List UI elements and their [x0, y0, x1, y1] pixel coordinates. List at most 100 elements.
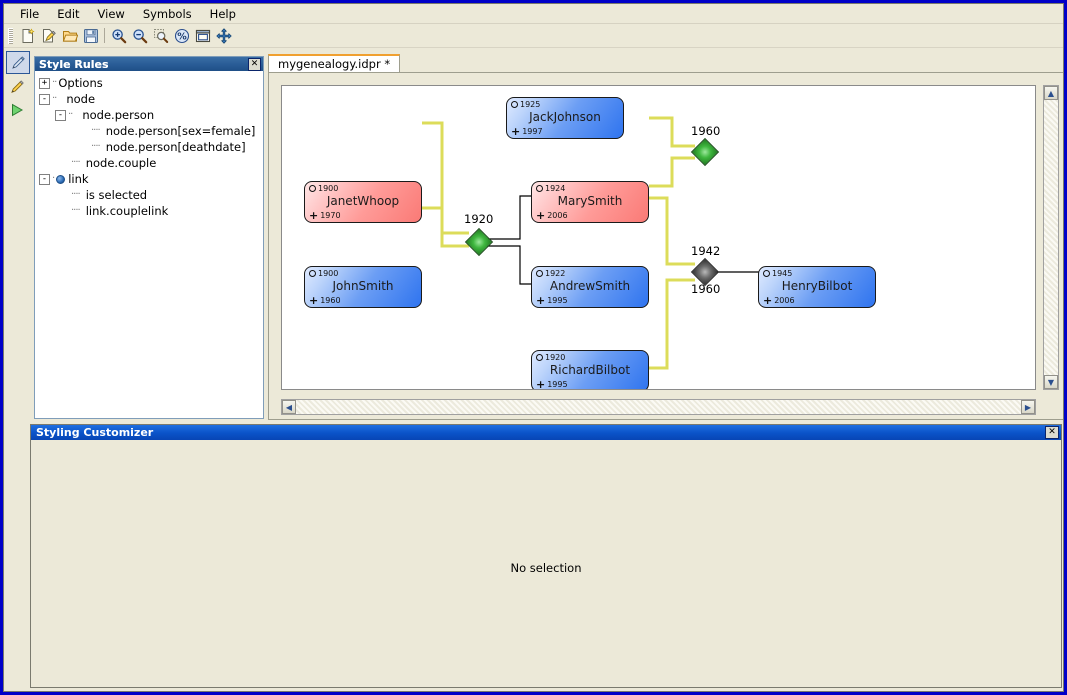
person-name: RichardBilbot — [549, 363, 631, 377]
birth-date: 1900 — [309, 269, 338, 278]
tree-item-label: link — [68, 172, 89, 186]
new-styled-document-icon[interactable] — [38, 26, 59, 46]
death-cross-icon: + — [309, 294, 319, 307]
birth-circle-icon — [511, 101, 518, 108]
pan-move-icon[interactable] — [213, 26, 234, 46]
person-name: JackJohnson — [529, 110, 601, 124]
diagram-editor: 1925 JackJohnson + 1997 1900 JanetWhoop … — [268, 72, 1063, 420]
node-person-johnsmith[interactable]: 1900 JohnSmith + 1960 — [304, 266, 422, 308]
person-name: JanetWhoop — [326, 194, 400, 208]
person-name: AndrewSmith — [549, 279, 631, 293]
styling-customizer-title: Styling Customizer — [36, 426, 154, 439]
death-cross-icon: + — [309, 209, 319, 222]
tree-dash: ·· — [68, 109, 73, 120]
tree-dash: ·· — [52, 77, 57, 88]
application-window: File Edit View Symbols Help — [3, 3, 1064, 692]
canvas-horizontal-scrollbar[interactable]: ◀ ▶ — [281, 399, 1036, 415]
tree-item-label: node — [66, 92, 96, 106]
menu-item-symbols[interactable]: Symbols — [142, 6, 192, 21]
tree-item-options[interactable]: + ·· Options — [39, 75, 261, 91]
birth-circle-icon — [536, 354, 543, 361]
tab-strip-filler — [378, 58, 1063, 73]
node-person-richardbilbot[interactable]: 1920 RichardBilbot + 1995 — [531, 350, 649, 390]
scroll-right-icon[interactable]: ▶ — [1021, 400, 1035, 414]
diagram-canvas[interactable]: 1925 JackJohnson + 1997 1900 JanetWhoop … — [281, 85, 1036, 390]
scroll-down-icon[interactable]: ▼ — [1044, 375, 1058, 389]
styling-customizer-panel: Styling Customizer ✕ No selection — [30, 424, 1062, 688]
birth-date: 1922 — [536, 269, 565, 278]
toolbar-grip[interactable] — [8, 27, 13, 44]
close-icon[interactable]: ✕ — [1045, 426, 1059, 439]
zoom-area-icon[interactable] — [150, 26, 171, 46]
save-disk-icon[interactable] — [80, 26, 101, 46]
death-date: + 2006 — [536, 209, 568, 222]
expander-icon[interactable]: - — [39, 173, 50, 185]
scrollbar-track-horizontal[interactable] — [296, 400, 1021, 414]
tree-dash: ···· — [91, 141, 101, 152]
death-date: + 1997 — [511, 125, 543, 138]
birth-circle-icon — [536, 270, 543, 277]
style-pen-tool[interactable] — [6, 51, 30, 74]
death-date: + 1970 — [309, 209, 341, 222]
tree-item-node[interactable]: - ·· node — [39, 91, 261, 107]
tree-item-node-couple[interactable]: ···· node.couple — [39, 155, 261, 171]
pencil-tool[interactable] — [6, 76, 28, 97]
expander-icon[interactable]: - — [55, 109, 66, 121]
close-icon[interactable]: ✕ — [248, 57, 261, 71]
node-person-janetwhoop[interactable]: 1900 JanetWhoop + 1970 — [304, 181, 422, 223]
tree-item-is-selected[interactable]: ···· is selected — [39, 187, 261, 203]
death-date: + 1995 — [536, 378, 568, 390]
scrollbar-track-vertical[interactable] — [1044, 100, 1058, 375]
run-play-tool[interactable] — [6, 99, 28, 120]
tree-item-label: is selected — [85, 188, 148, 202]
no-selection-message: No selection — [510, 561, 582, 575]
tree-dash: ···· — [71, 189, 81, 200]
death-cross-icon: + — [536, 378, 546, 390]
node-person-jackjohnson[interactable]: 1925 JackJohnson + 1997 — [506, 97, 624, 139]
tree-item-node-person-sex-female[interactable]: ···· node.person[sex=female] — [39, 123, 261, 139]
tree-item-link[interactable]: - · link — [39, 171, 261, 187]
editor-tab-strip: mygenealogy.idpr * — [268, 54, 1063, 73]
open-folder-icon[interactable] — [59, 26, 80, 46]
menu-item-edit[interactable]: Edit — [57, 6, 80, 21]
styling-customizer-title-bar: Styling Customizer ✕ — [31, 425, 1061, 440]
birth-circle-icon — [309, 185, 316, 192]
expander-icon[interactable]: + — [39, 77, 50, 89]
node-person-andrewsmith[interactable]: 1922 AndrewSmith + 1995 — [531, 266, 649, 308]
tree-item-node-person-deathdate[interactable]: ···· node.person[deathdate] — [39, 139, 261, 155]
scroll-up-icon[interactable]: ▲ — [1044, 86, 1058, 100]
zoom-out-icon[interactable] — [129, 26, 150, 46]
couple-link-edges — [422, 116, 695, 370]
tree-item-label: link.couplelink — [85, 204, 169, 218]
tree-dash: ···· — [71, 157, 81, 168]
tab-mygenealogy[interactable]: mygenealogy.idpr * — [268, 54, 401, 72]
couple-year-label: 1960 — [691, 124, 721, 138]
tree-item-link-couplelink[interactable]: ···· link.couplelink — [39, 203, 261, 219]
link-bullet-icon — [56, 174, 66, 184]
new-document-icon[interactable] — [17, 26, 38, 46]
menu-bar: File Edit View Symbols Help — [4, 4, 1063, 24]
couple-year-label: 1942 — [691, 244, 721, 258]
birth-circle-icon — [309, 270, 316, 277]
canvas-vertical-scrollbar[interactable]: ▲ ▼ — [1043, 85, 1059, 390]
menu-item-help[interactable]: Help — [209, 6, 236, 21]
person-name: HenryBilbot — [781, 279, 853, 293]
node-person-henrybilbot[interactable]: 1945 HenryBilbot + 2006 — [758, 266, 876, 308]
menu-item-view[interactable]: View — [97, 6, 125, 21]
person-name: MarySmith — [557, 194, 623, 208]
death-cross-icon: + — [536, 294, 546, 307]
couple-year-label-secondary: 1960 — [691, 282, 721, 296]
fit-page-icon[interactable] — [192, 26, 213, 46]
tree-dash: ···· — [91, 125, 101, 136]
node-person-marysmith[interactable]: 1924 MarySmith + 2006 — [531, 181, 649, 223]
zoom-in-icon[interactable] — [108, 26, 129, 46]
tree-item-node-person[interactable]: - ·· node.person — [39, 107, 261, 123]
birth-circle-icon — [763, 270, 770, 277]
couple-year-label: 1920 — [464, 212, 494, 226]
expander-icon[interactable]: - — [39, 93, 50, 105]
birth-date: 1924 — [536, 184, 565, 193]
menu-item-file[interactable]: File — [20, 6, 40, 21]
zoom-percent-icon[interactable]: % — [171, 26, 192, 46]
style-rules-title: Style Rules — [39, 57, 109, 71]
scroll-left-icon[interactable]: ◀ — [282, 400, 296, 414]
